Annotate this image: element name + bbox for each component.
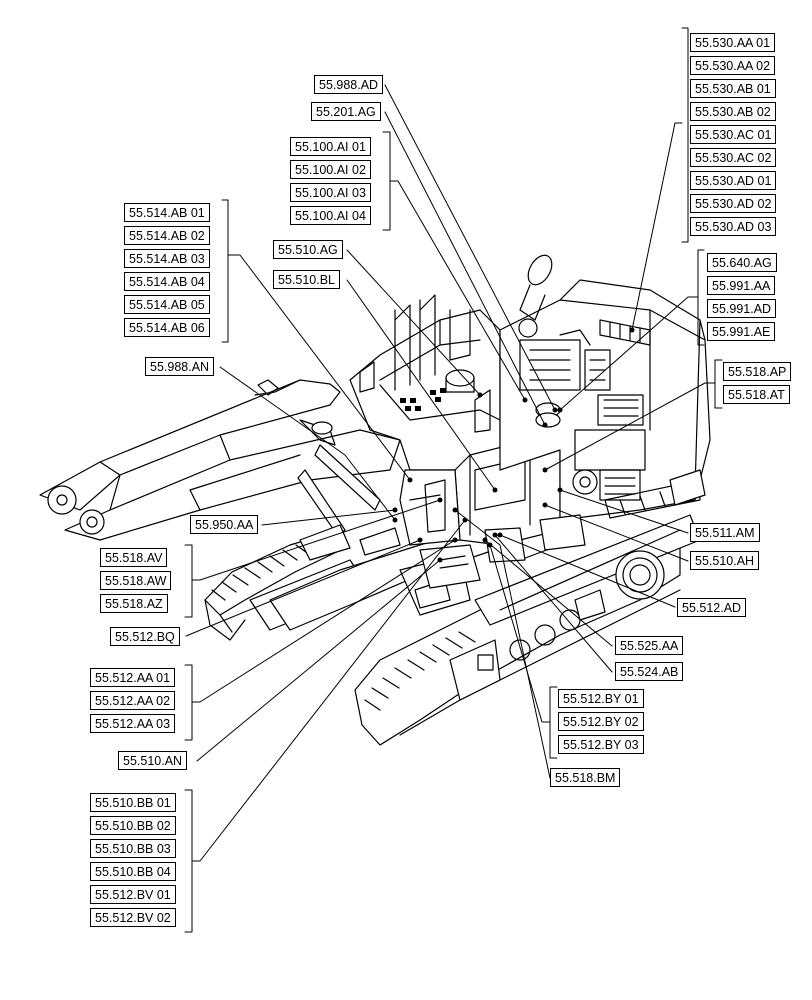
callout-label[interactable]: 55.100.AI 03 <box>290 183 371 202</box>
callout-label[interactable]: 55.524.AB <box>615 662 684 681</box>
callout-label[interactable]: 55.518.AW <box>100 571 172 590</box>
callout-label[interactable]: 55.510.AG <box>273 240 343 259</box>
callout-label[interactable]: 55.510.BB 01 <box>90 793 176 812</box>
callout-label[interactable]: 55.510.BB 02 <box>90 816 176 835</box>
callout-label[interactable]: 55.988.AD <box>314 75 384 94</box>
callout-label[interactable]: 55.988.AN <box>145 357 215 376</box>
callout-label[interactable]: 55.530.AB 01 <box>690 79 776 98</box>
callout-label[interactable]: 55.518.AT <box>723 385 790 404</box>
callout-label[interactable]: 55.512.AA 01 <box>90 668 176 687</box>
callout-label[interactable]: 55.510.BB 04 <box>90 862 176 881</box>
callout-label[interactable]: 55.512.BY 02 <box>558 712 644 731</box>
callout-label[interactable]: 55.510.AN <box>118 751 188 770</box>
callout-label[interactable]: 55.512.BY 01 <box>558 689 644 708</box>
callout-label[interactable]: 55.514.AB 05 <box>124 295 210 314</box>
callout-label[interactable]: 55.512.BY 03 <box>558 735 644 754</box>
callout-label[interactable]: 55.512.AA 02 <box>90 691 176 710</box>
callout-label[interactable]: 55.201.AG <box>311 102 381 121</box>
callout-label[interactable]: 55.991.AA <box>707 276 776 295</box>
callout-label[interactable]: 55.530.AB 02 <box>690 102 776 121</box>
right-track <box>354 514 701 746</box>
callout-label[interactable]: 55.514.AB 01 <box>124 203 210 222</box>
callout-label[interactable]: 55.512.AA 03 <box>90 714 176 733</box>
callout-label[interactable]: 55.512.BV 02 <box>90 908 176 927</box>
callout-label[interactable]: 55.512.AD <box>677 598 747 617</box>
callout-label[interactable]: 55.640.AG <box>707 253 777 272</box>
callout-label[interactable]: 55.518.AP <box>723 362 792 381</box>
callout-label[interactable]: 55.518.AZ <box>100 594 168 613</box>
callout-label[interactable]: 55.511.AM <box>690 523 760 542</box>
callout-label[interactable]: 55.991.AE <box>707 322 776 341</box>
callout-label[interactable]: 55.510.BL <box>273 270 340 289</box>
callout-label[interactable]: 55.514.AB 03 <box>124 249 210 268</box>
callout-label[interactable]: 55.530.AA 02 <box>690 56 776 75</box>
callout-label[interactable]: 55.530.AA 01 <box>690 33 776 52</box>
callout-label[interactable]: 55.100.AI 02 <box>290 160 371 179</box>
callout-label[interactable]: 55.514.AB 06 <box>124 318 210 337</box>
callout-label[interactable]: 55.518.AV <box>100 548 168 567</box>
callout-label[interactable]: 55.100.AI 01 <box>290 137 371 156</box>
callout-label[interactable]: 55.510.BB 03 <box>90 839 176 858</box>
callout-label[interactable]: 55.514.AB 04 <box>124 272 210 291</box>
leader-dots <box>392 327 635 563</box>
callout-label[interactable]: 55.950.AA <box>190 515 259 534</box>
callout-leaders <box>184 27 723 933</box>
callout-label[interactable]: 55.525.AA <box>615 636 684 655</box>
callout-label[interactable]: 55.512.BQ <box>110 627 180 646</box>
callout-label[interactable]: 55.514.AB 02 <box>124 226 210 245</box>
callout-label[interactable]: 55.530.AC 01 <box>690 125 777 144</box>
callout-label[interactable]: 55.512.BV 01 <box>90 885 176 904</box>
boom-arm <box>39 379 401 541</box>
callout-label[interactable]: 55.530.AD 02 <box>690 194 777 213</box>
callout-label[interactable]: 55.100.AI 04 <box>290 206 371 225</box>
callout-label[interactable]: 55.510.AH <box>690 551 760 570</box>
callout-label[interactable]: 55.530.AC 02 <box>690 148 777 167</box>
callout-label[interactable]: 55.530.AD 03 <box>690 217 777 236</box>
callout-label[interactable]: 55.530.AD 01 <box>690 171 777 190</box>
callout-label[interactable]: 55.991.AD <box>707 299 777 318</box>
callout-label[interactable]: 55.518.BM <box>550 768 621 787</box>
